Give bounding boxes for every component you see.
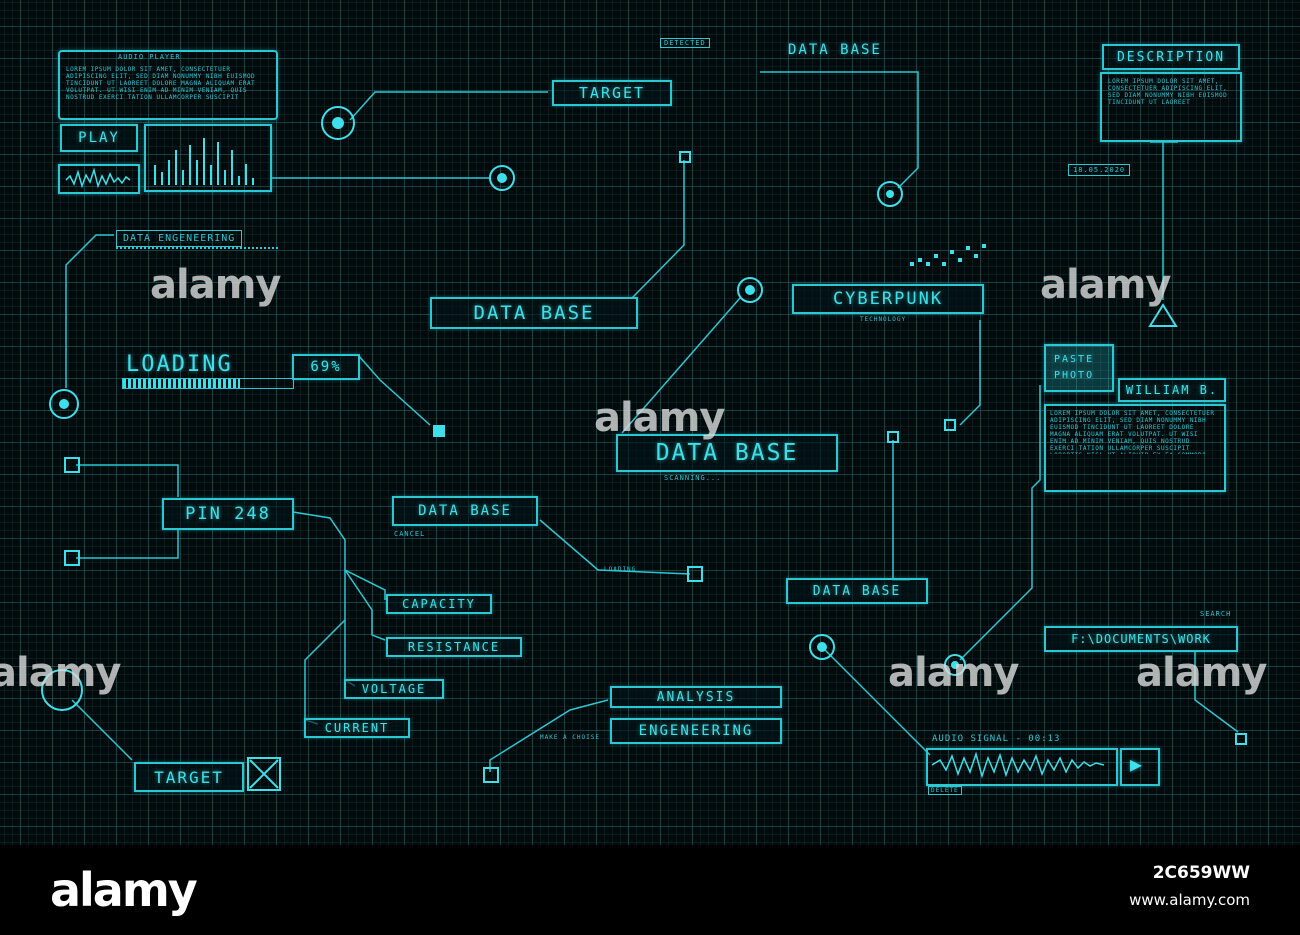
photo-label-2: PHOTO [1054,370,1095,381]
audio-waveform-box [58,164,140,194]
database-cancel-link[interactable]: CANCEL [394,530,426,538]
engineering-button[interactable]: ENGENEERING [610,718,782,744]
path-field[interactable]: F:\DOCUMENTS\WORK [1044,626,1238,652]
param-current: CURRENT [304,718,410,738]
watermark: alamy [1136,650,1267,696]
loading-progress-bar [122,378,294,389]
audio-signal-play-button[interactable] [1120,748,1160,786]
footer-bar: alamy 2C659WW www.alamy.com [0,845,1300,935]
audio-signal-label: AUDIO SIGNAL - 00:13 [932,734,1061,744]
database-top-label: DATA BASE [788,42,882,58]
loading-percent: 69% [292,354,360,380]
photo-label-1: PASTE [1054,354,1095,365]
param-resistance: RESISTANCE [386,637,522,657]
watermark: alamy [888,650,1019,696]
profile-panel [1044,404,1226,492]
watermark: alamy [1040,262,1171,308]
photo-placeholder [1044,344,1114,392]
play-button[interactable]: PLAY [60,124,138,152]
cyberpunk-label: CYBERPUNK [792,284,984,314]
database-mid-left-button[interactable]: DATA BASE [430,297,638,329]
description-date: 18.05.2020 [1068,164,1131,176]
target-bottom-button[interactable]: TARGET [134,762,244,792]
audio-player-panel [58,50,278,120]
pin-button[interactable]: PIN 248 [162,498,294,530]
loading-progress-fill [123,379,241,388]
choice-hint: MAKE A CHOISE [540,734,600,741]
path-search-label: SEARCH [1200,610,1232,618]
description-title: DESCRIPTION [1102,44,1240,70]
profile-name: WILLIAM B. [1118,378,1226,402]
footer-logo: alamy [50,863,198,917]
database-cancel-button[interactable]: DATA BASE [392,496,538,526]
loading-label: LOADING [126,352,233,377]
param-voltage: VOLTAGE [344,679,444,699]
target-top-status: DETECTED [660,38,710,48]
database-lower-button[interactable]: DATA BASE [786,578,928,604]
database-center-status: SCANNING... [664,474,722,482]
audio-player-title: AUDIO PLAYER [118,53,181,61]
analysis-button[interactable]: ANALYSIS [610,686,782,708]
audio-delete-button[interactable]: DELETE [928,786,962,795]
footer-url: www.alamy.com [1129,891,1250,909]
play-icon: ▶ [1130,752,1145,776]
data-engineering-cells [116,247,278,263]
param-capacity: CAPACITY [386,594,492,614]
connector-lines [41,71,1247,791]
hud-canvas: AUDIO PLAYER LOREM IPSUM DOLOR SIT AMET,… [0,0,1300,845]
audio-spectrum-box [144,124,272,192]
profile-text: LOREM IPSUM DOLOR SIT AMET, CONSECTETUER… [1050,410,1215,454]
footer-image-id: 2C659WW [1152,863,1250,883]
database-center-button[interactable]: DATA BASE [616,434,838,472]
watermark: alamy [594,395,725,441]
description-panel [1100,72,1242,142]
cyberpunk-sub: TECHNOLOGY [860,316,907,323]
watermark: alamy [0,650,121,696]
target-top-button[interactable]: TARGET [552,80,672,106]
audio-player-text: LOREM IPSUM DOLOR SIT AMET, CONSECTETUER… [66,66,256,101]
watermark: alamy [150,262,281,308]
database-loading-status: LOADING [604,566,637,573]
description-text: LOREM IPSUM DOLOR SIT AMET, CONSECTETUER… [1108,78,1228,106]
audio-signal-panel [926,748,1118,786]
data-engineering-label: DATA ENGENEERING [116,230,243,247]
